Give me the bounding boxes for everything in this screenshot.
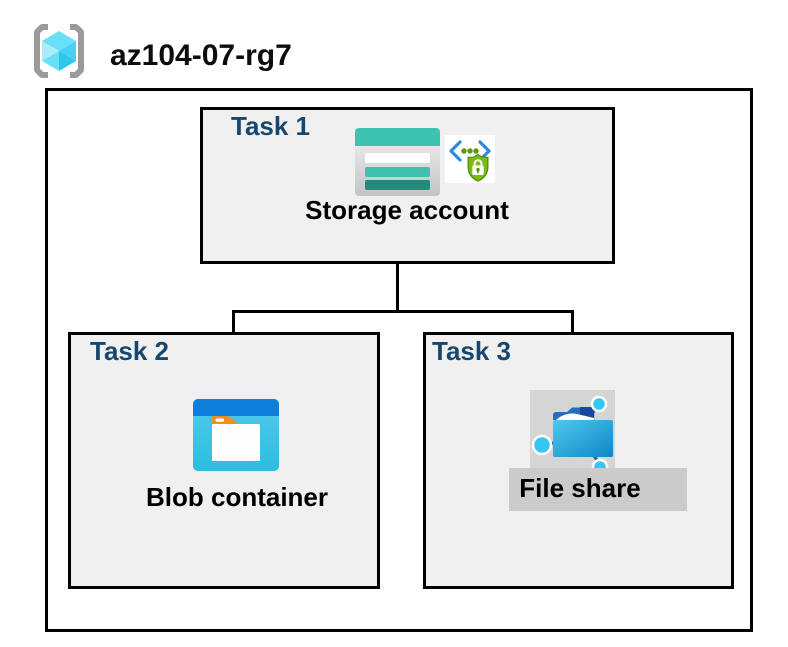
resource-group-icon [31, 22, 87, 80]
file-share-caption: File share [519, 473, 641, 503]
blob-container-icon [193, 399, 279, 471]
task3-label: Task 3 [432, 336, 512, 366]
connector-branch-horizontal [232, 310, 574, 313]
task1-label: Task 1 [231, 111, 311, 141]
storage-account-caption: Storage account [305, 195, 509, 225]
task1-box: Task 1 [200, 107, 615, 264]
task2-box: Task 2 Blob container [68, 332, 380, 589]
file-share-icon [530, 390, 615, 476]
sas-shield-lock-icon [445, 135, 495, 183]
task3-box: Task 3 [423, 332, 734, 589]
connector-storage-stem [396, 234, 399, 313]
resource-group-title: az104-07-rg7 [110, 39, 292, 72]
storage-account-icon [355, 128, 440, 196]
task2-label: Task 2 [90, 336, 170, 366]
file-share-caption-highlight: File share [509, 468, 687, 511]
blob-container-caption: Blob container [145, 482, 329, 512]
file-share-icon-highlight [530, 390, 615, 476]
